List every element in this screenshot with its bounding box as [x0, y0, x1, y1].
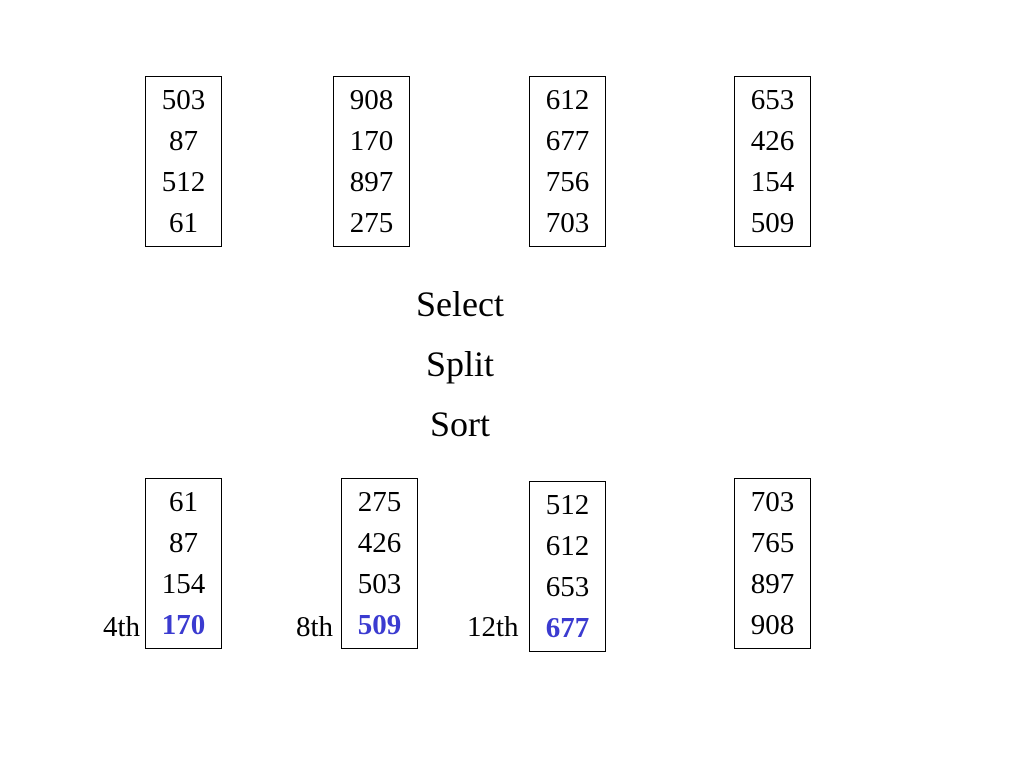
value: 87 — [169, 526, 198, 559]
top-column-1: 503 87 512 61 — [145, 76, 222, 247]
bottom-column-1: 61 87 154 170 — [145, 478, 222, 649]
highlighted-value: 170 — [161, 608, 206, 641]
value: 653 — [750, 83, 795, 116]
value: 503 — [161, 83, 206, 116]
value: 426 — [357, 526, 402, 559]
value: 908 — [750, 608, 795, 641]
top-column-4: 653 426 154 509 — [734, 76, 811, 247]
value: 61 — [169, 206, 198, 239]
step-select: Select — [416, 284, 504, 324]
value: 154 — [161, 567, 206, 600]
value: 897 — [750, 567, 795, 600]
value: 612 — [545, 529, 590, 562]
value: 275 — [357, 485, 402, 518]
value: 908 — [349, 83, 394, 116]
step-split: Split — [425, 344, 495, 384]
step-sort: Sort — [429, 404, 490, 444]
top-column-2: 908 170 897 275 — [333, 76, 410, 247]
value: 512 — [161, 165, 206, 198]
value: 677 — [545, 124, 590, 157]
value: 426 — [750, 124, 795, 157]
bottom-column-4: 703 765 897 908 — [734, 478, 811, 649]
rank-label-8th: 8th — [296, 611, 334, 643]
top-column-3: 612 677 756 703 — [529, 76, 606, 247]
value: 703 — [545, 206, 590, 239]
rank-label-12th: 12th — [467, 611, 519, 643]
value: 275 — [349, 206, 394, 239]
bottom-column-3: 512 612 653 677 — [529, 481, 606, 652]
bottom-column-2: 275 426 503 509 — [341, 478, 418, 649]
value: 653 — [545, 570, 590, 603]
highlighted-value: 509 — [357, 608, 402, 641]
value: 154 — [750, 165, 795, 198]
value: 170 — [349, 124, 394, 157]
rank-label-4th: 4th — [103, 611, 141, 643]
value: 503 — [357, 567, 402, 600]
value: 703 — [750, 485, 795, 518]
value: 61 — [169, 485, 198, 518]
value: 87 — [169, 124, 198, 157]
value: 756 — [545, 165, 590, 198]
value: 897 — [349, 165, 394, 198]
value: 765 — [750, 526, 795, 559]
value: 612 — [545, 83, 590, 116]
value: 512 — [545, 488, 590, 521]
value: 509 — [750, 206, 795, 239]
highlighted-value: 677 — [545, 611, 590, 644]
